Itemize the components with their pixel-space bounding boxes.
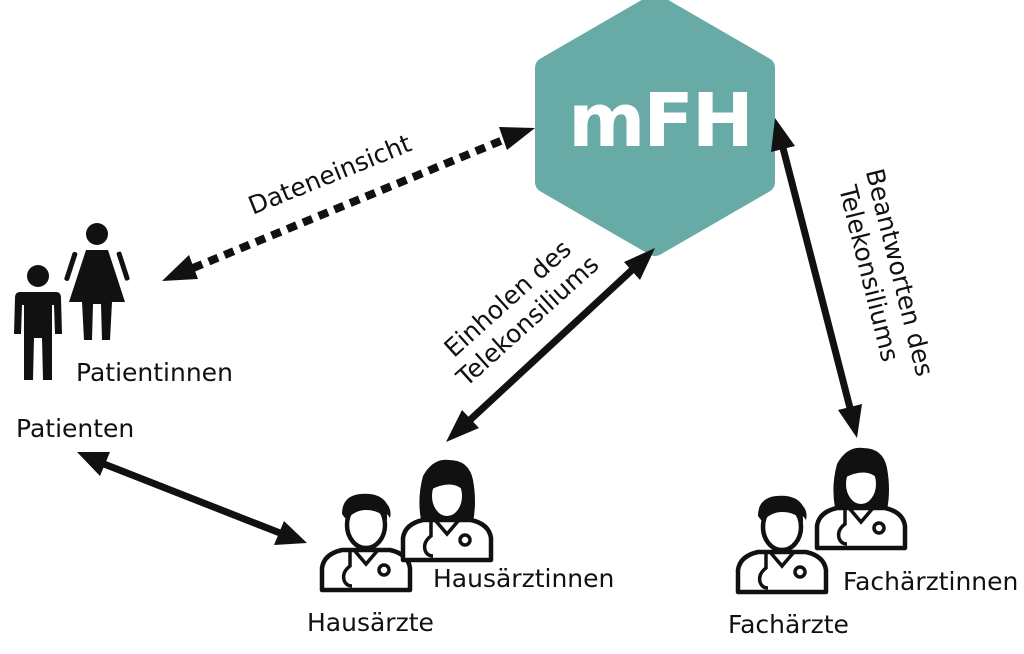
beantworten-arrow	[771, 118, 862, 438]
female-gp-icon	[403, 460, 491, 560]
fachaerzte-label: Fachärzte	[728, 610, 849, 639]
male-gp-icon	[322, 494, 410, 590]
dateneinsicht-arrow	[162, 127, 535, 281]
hausaerztinnen-label: Hausärztinnen	[433, 564, 615, 593]
male-specialist-icon	[738, 496, 826, 592]
einholen-arrow	[446, 248, 655, 442]
fachaerztinnen-label: Fachärztinnen	[843, 567, 1019, 596]
female-specialist-icon	[817, 448, 905, 548]
female-patient-icon	[64, 223, 130, 340]
patienten-hausarzt-arrow	[77, 452, 307, 545]
male-patient-icon	[14, 265, 62, 380]
hub-label: mFH	[568, 78, 754, 164]
patienten-label: Patienten	[16, 414, 135, 443]
hausaerzte-label: Hausärzte	[307, 608, 434, 637]
mfh-hexagon	[535, 0, 775, 256]
patientinnen-label: Patientinnen	[76, 358, 233, 387]
